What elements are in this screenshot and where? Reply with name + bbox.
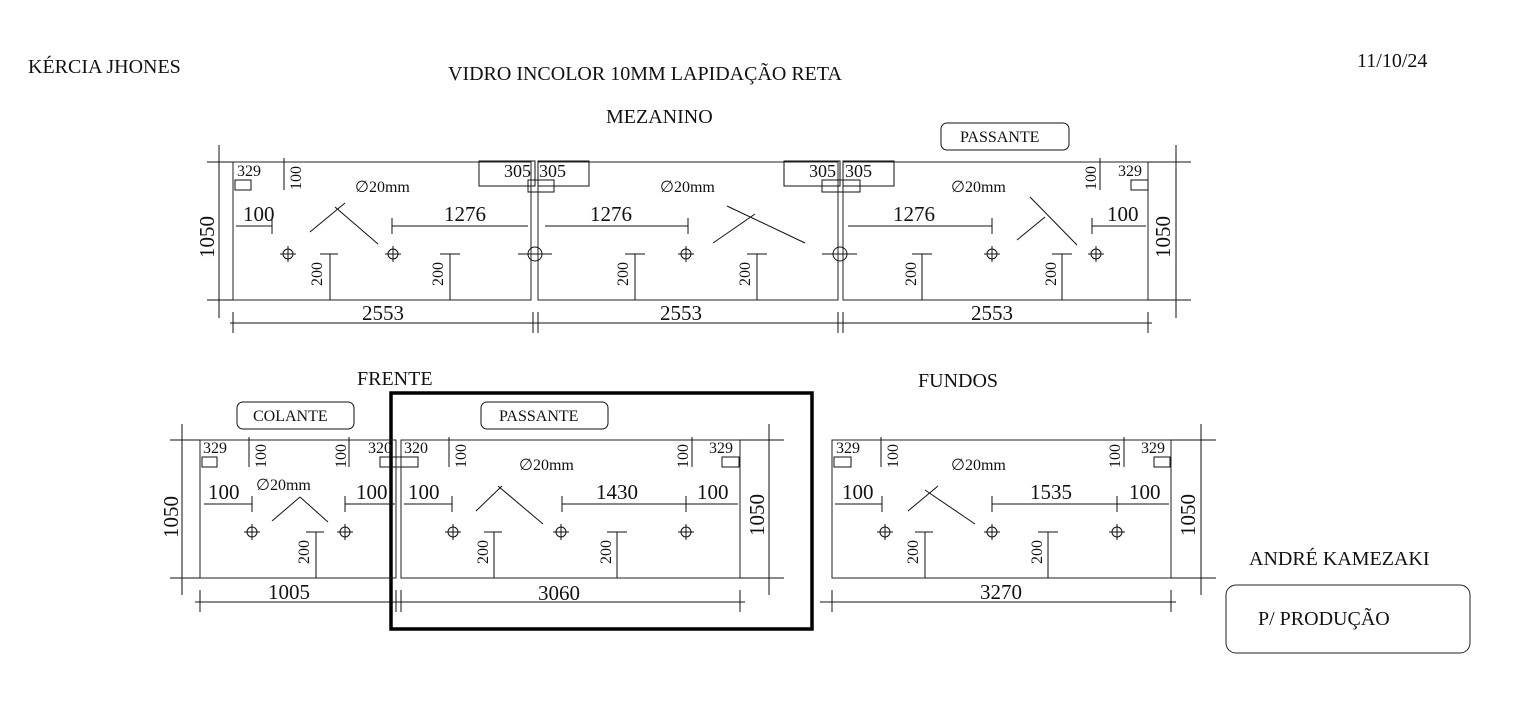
section-mezanino: MEZANINO bbox=[606, 106, 713, 128]
frente-panel-2 bbox=[400, 439, 741, 579]
frente-colante-label: COLANTE bbox=[253, 408, 328, 425]
mez-dim-100v-3: 100 bbox=[1083, 166, 1100, 190]
fr-width-1: 1005 bbox=[268, 580, 310, 604]
mez-dim-1276-2: 1276 bbox=[590, 202, 632, 226]
frente-passante-label: PASSANTE bbox=[499, 408, 578, 425]
mez-dim-200-5: 200 bbox=[903, 262, 920, 286]
fu-dim-100hb: 100 bbox=[1129, 480, 1161, 504]
fr-dim-100hb: 100 bbox=[356, 480, 388, 504]
fu-dim-100va: 100 bbox=[885, 444, 902, 468]
fu-dim-1535: 1535 bbox=[1030, 480, 1072, 504]
fr-dim-100vd: 100 bbox=[675, 444, 692, 468]
mez-panel-3 bbox=[842, 161, 1149, 301]
fr-dim-100hd: 100 bbox=[697, 480, 729, 504]
highlight-frame bbox=[389, 391, 814, 631]
product-spec: VIDRO INCOLOR 10MM LAPIDAÇÃO RETA bbox=[448, 61, 843, 85]
fr-dim-320b: 320 bbox=[404, 440, 428, 457]
fr-diameter-2: ∅20mm bbox=[519, 457, 574, 474]
mez-diameter-1: ∅20mm bbox=[355, 179, 410, 196]
mez-width-3: 2553 bbox=[971, 301, 1013, 325]
fundos-panel bbox=[831, 439, 1172, 579]
fr-dim-100vb: 100 bbox=[333, 444, 350, 468]
fu-dim-329b: 329 bbox=[1141, 440, 1165, 457]
fundos-panel-group bbox=[820, 424, 1216, 612]
fu-dim-100ha: 100 bbox=[842, 480, 874, 504]
status-box bbox=[1225, 584, 1471, 654]
frente-panels bbox=[170, 424, 784, 612]
mez-diameter-3: ∅20mm bbox=[951, 179, 1006, 196]
fr-dim-200-3: 200 bbox=[598, 540, 615, 564]
mez-panel-1 bbox=[232, 161, 532, 301]
mez-panel-2 bbox=[537, 161, 839, 301]
mez-width-1: 2553 bbox=[362, 301, 404, 325]
fr-dim-200-1: 200 bbox=[296, 540, 313, 564]
fu-dim-200a: 200 bbox=[905, 540, 922, 564]
mez-dim-100v: 100 bbox=[288, 166, 305, 190]
fu-dim-200b: 200 bbox=[1029, 540, 1046, 564]
section-fundos: FUNDOS bbox=[918, 370, 998, 392]
mez-dim-305: 305 bbox=[504, 161, 531, 181]
fu-height-right: 1050 bbox=[1176, 494, 1200, 536]
frente-passante-tag bbox=[480, 401, 609, 430]
mez-dim-1276-3: 1276 bbox=[893, 202, 935, 226]
mezanino-panels bbox=[207, 145, 1191, 333]
fr-dim-320: 320 bbox=[368, 440, 392, 457]
mez-dim-305-2a: 305 bbox=[539, 161, 566, 181]
mez-dim-329: 329 bbox=[237, 163, 261, 180]
fr-height-left: 1050 bbox=[159, 496, 183, 538]
frente-panel-1 bbox=[199, 439, 397, 579]
mez-dim-200-1: 200 bbox=[309, 262, 326, 286]
fr-dim-100va: 100 bbox=[253, 444, 270, 468]
client-name: KÉRCIA JHONES bbox=[28, 55, 181, 78]
mez-height-right: 1050 bbox=[1151, 216, 1175, 258]
mez-width-2: 2553 bbox=[660, 301, 702, 325]
section-frente: FRENTE bbox=[357, 368, 433, 390]
author-name: ANDRÉ KAMEZAKI bbox=[1249, 547, 1430, 570]
fr-width-2: 3060 bbox=[538, 581, 580, 605]
status-label: P/ PRODUÇÃO bbox=[1258, 606, 1390, 630]
mez-dim-200-3: 200 bbox=[615, 262, 632, 286]
date: 11/10/24 bbox=[1357, 50, 1427, 72]
mez-passante-tag bbox=[940, 122, 1070, 151]
mez-dim-305-3: 305 bbox=[845, 161, 872, 181]
fr-dim-100vc: 100 bbox=[453, 444, 470, 468]
mez-dim-100h: 100 bbox=[243, 202, 275, 226]
fr-dim-100hc: 100 bbox=[408, 480, 440, 504]
mez-dim-100h-3: 100 bbox=[1107, 202, 1139, 226]
fr-dim-1430: 1430 bbox=[596, 480, 638, 504]
mez-dim-305-2b: 305 bbox=[809, 161, 836, 181]
mez-dim-200-6: 200 bbox=[1043, 262, 1060, 286]
mez-dim-1276-1: 1276 bbox=[444, 202, 486, 226]
fu-width: 3270 bbox=[980, 580, 1022, 604]
fu-diameter: ∅20mm bbox=[951, 457, 1006, 474]
mez-diameter-2: ∅20mm bbox=[660, 179, 715, 196]
mez-dim-200-2: 200 bbox=[430, 262, 447, 286]
fr-dim-100ha: 100 bbox=[208, 480, 240, 504]
fu-dim-100vb: 100 bbox=[1107, 444, 1124, 468]
fr-height-right: 1050 bbox=[745, 494, 769, 536]
frente-colante-tag bbox=[236, 401, 355, 430]
mez-passante-label: PASSANTE bbox=[960, 129, 1039, 146]
fu-dim-329a: 329 bbox=[836, 440, 860, 457]
fr-diameter-1: ∅20mm bbox=[256, 477, 311, 494]
fr-dim-200-2: 200 bbox=[475, 540, 492, 564]
mez-height-left: 1050 bbox=[195, 216, 219, 258]
fr-dim-329b: 329 bbox=[709, 440, 733, 457]
fr-dim-329: 329 bbox=[203, 440, 227, 457]
mez-dim-329-3: 329 bbox=[1118, 163, 1142, 180]
mez-dim-200-4: 200 bbox=[737, 262, 754, 286]
